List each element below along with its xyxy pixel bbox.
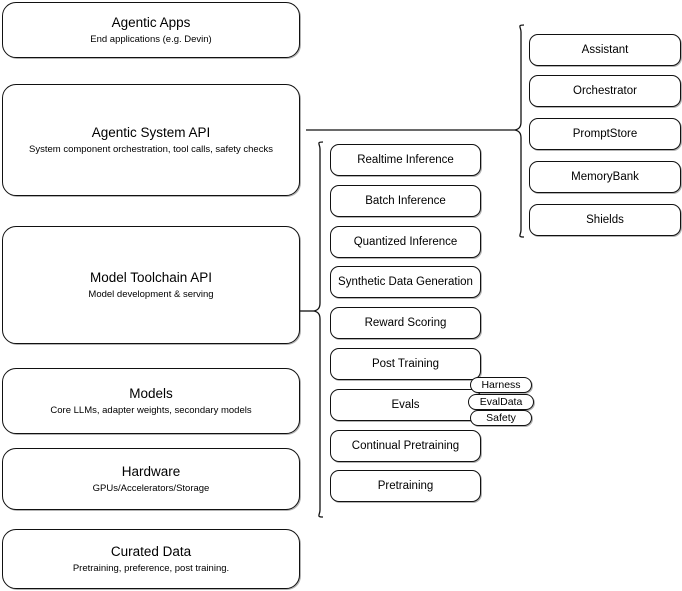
layer-subtitle: Core LLMs, adapter weights, secondary mo… [50,405,252,416]
toolchain-item-realtime-inference[interactable]: Realtime Inference [330,144,481,176]
layer-card-agentic-system-api[interactable]: Agentic System API System component orch… [2,84,300,196]
brace-model-toolchain [313,141,324,518]
layer-title: Curated Data [110,544,192,559]
layer-subtitle: End applications (e.g. Devin) [90,34,212,45]
layer-subtitle: System component orchestration, tool cal… [29,144,273,155]
layer-subtitle: Model development & serving [88,289,214,300]
toolchain-item-pretraining[interactable]: Pretraining [330,470,481,502]
toolchain-item-reward-scoring[interactable]: Reward Scoring [330,307,481,339]
toolchain-item-synthetic-data-generation[interactable]: Synthetic Data Generation [330,266,481,298]
toolchain-item-batch-inference[interactable]: Batch Inference [330,185,481,217]
layer-card-model-toolchain-api[interactable]: Model Toolchain API Model development & … [2,226,300,344]
layer-title: Models [129,386,173,401]
layer-title: Agentic Apps [111,15,191,30]
system-item-memorybank[interactable]: MemoryBank [529,161,681,193]
layer-card-agentic-apps[interactable]: Agentic Apps End applications (e.g. Devi… [2,2,300,58]
layer-subtitle: GPUs/Accelerators/Storage [92,483,210,494]
layer-title: Model Toolchain API [89,270,213,285]
layer-card-curated-data[interactable]: Curated Data Pretraining, preference, po… [2,529,300,589]
brace-system-api [514,24,525,238]
layer-card-models[interactable]: Models Core LLMs, adapter weights, secon… [2,368,300,434]
layer-title: Hardware [121,464,181,479]
toolchain-item-evals[interactable]: Evals [330,389,481,421]
eval-badge-harness[interactable]: Harness [470,377,532,393]
system-item-shields[interactable]: Shields [529,204,681,236]
toolchain-item-post-training[interactable]: Post Training [330,348,481,380]
eval-badge-safety[interactable]: Safety [470,410,532,426]
system-item-orchestrator[interactable]: Orchestrator [529,75,681,107]
system-item-promptstore[interactable]: PromptStore [529,118,681,150]
system-item-assistant[interactable]: Assistant [529,34,681,66]
layer-card-hardware[interactable]: Hardware GPUs/Accelerators/Storage [2,448,300,510]
eval-badge-evaldata[interactable]: EvalData [468,394,534,410]
layer-title: Agentic System API [91,125,211,140]
layer-subtitle: Pretraining, preference, post training. [72,563,230,574]
toolchain-item-quantized-inference[interactable]: Quantized Inference [330,226,481,258]
toolchain-item-continual-pretraining[interactable]: Continual Pretraining [330,430,481,462]
